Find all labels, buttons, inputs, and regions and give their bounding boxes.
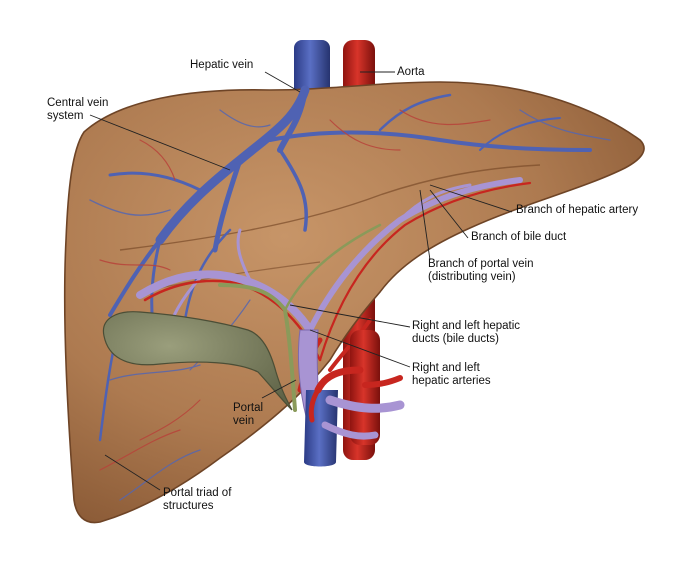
label-hepatic-arteries: Right and left hepatic arteries: [412, 362, 491, 388]
label-hepatic-vein: Hepatic vein: [190, 59, 254, 71]
label-central-vein-system: Central vein system: [47, 97, 108, 123]
label-portal-vein-line2: vein: [233, 415, 255, 427]
label-branch-portal-line1: Branch of portal vein: [428, 258, 534, 270]
label-hepatic-ducts-line2: ducts (bile ducts): [412, 333, 499, 345]
fine-vessels: [89, 109, 611, 501]
label-aorta: Aorta: [397, 66, 425, 78]
label-portal-vein-line1: Portal: [233, 402, 264, 414]
label-portal-triad-line1: Portal triad of: [163, 487, 232, 499]
gallbladder: [102, 311, 293, 411]
label-hepatic-ducts: Right and left hepatic ducts (bile ducts…: [412, 320, 520, 346]
portal-vein-branches: [136, 177, 523, 342]
label-branch-portal-line2: (distributing vein): [428, 271, 516, 283]
label-portal-triad: Portal triad of structures: [163, 487, 231, 513]
label-central-vein-line1: Central vein: [47, 97, 109, 109]
label-branch-bile-duct: Branch of bile duct: [471, 231, 567, 243]
label-branch-hepatic-artery: Branch of hepatic artery: [516, 204, 639, 216]
label-central-vein-line2: system: [47, 110, 84, 122]
liver-body: [63, 81, 645, 524]
label-hepatic-ducts-line1: Right and left hepatic: [412, 320, 521, 332]
label-portal-triad-line2: structures: [163, 500, 214, 512]
label-portal-vein: Portal vein: [233, 402, 263, 428]
label-branch-portal-vein: Branch of portal vein (distributing vein…: [428, 258, 533, 284]
celiac-arteries: [308, 366, 403, 423]
splenic-veins: [321, 395, 405, 440]
central-vein-tree: [98, 85, 592, 442]
leader-lines: [89, 71, 513, 491]
label-hepatic-arteries-line1: Right and left: [412, 362, 480, 374]
bile-duct-branches: [218, 223, 382, 412]
label-hepatic-arteries-line2: hepatic arteries: [412, 375, 491, 387]
